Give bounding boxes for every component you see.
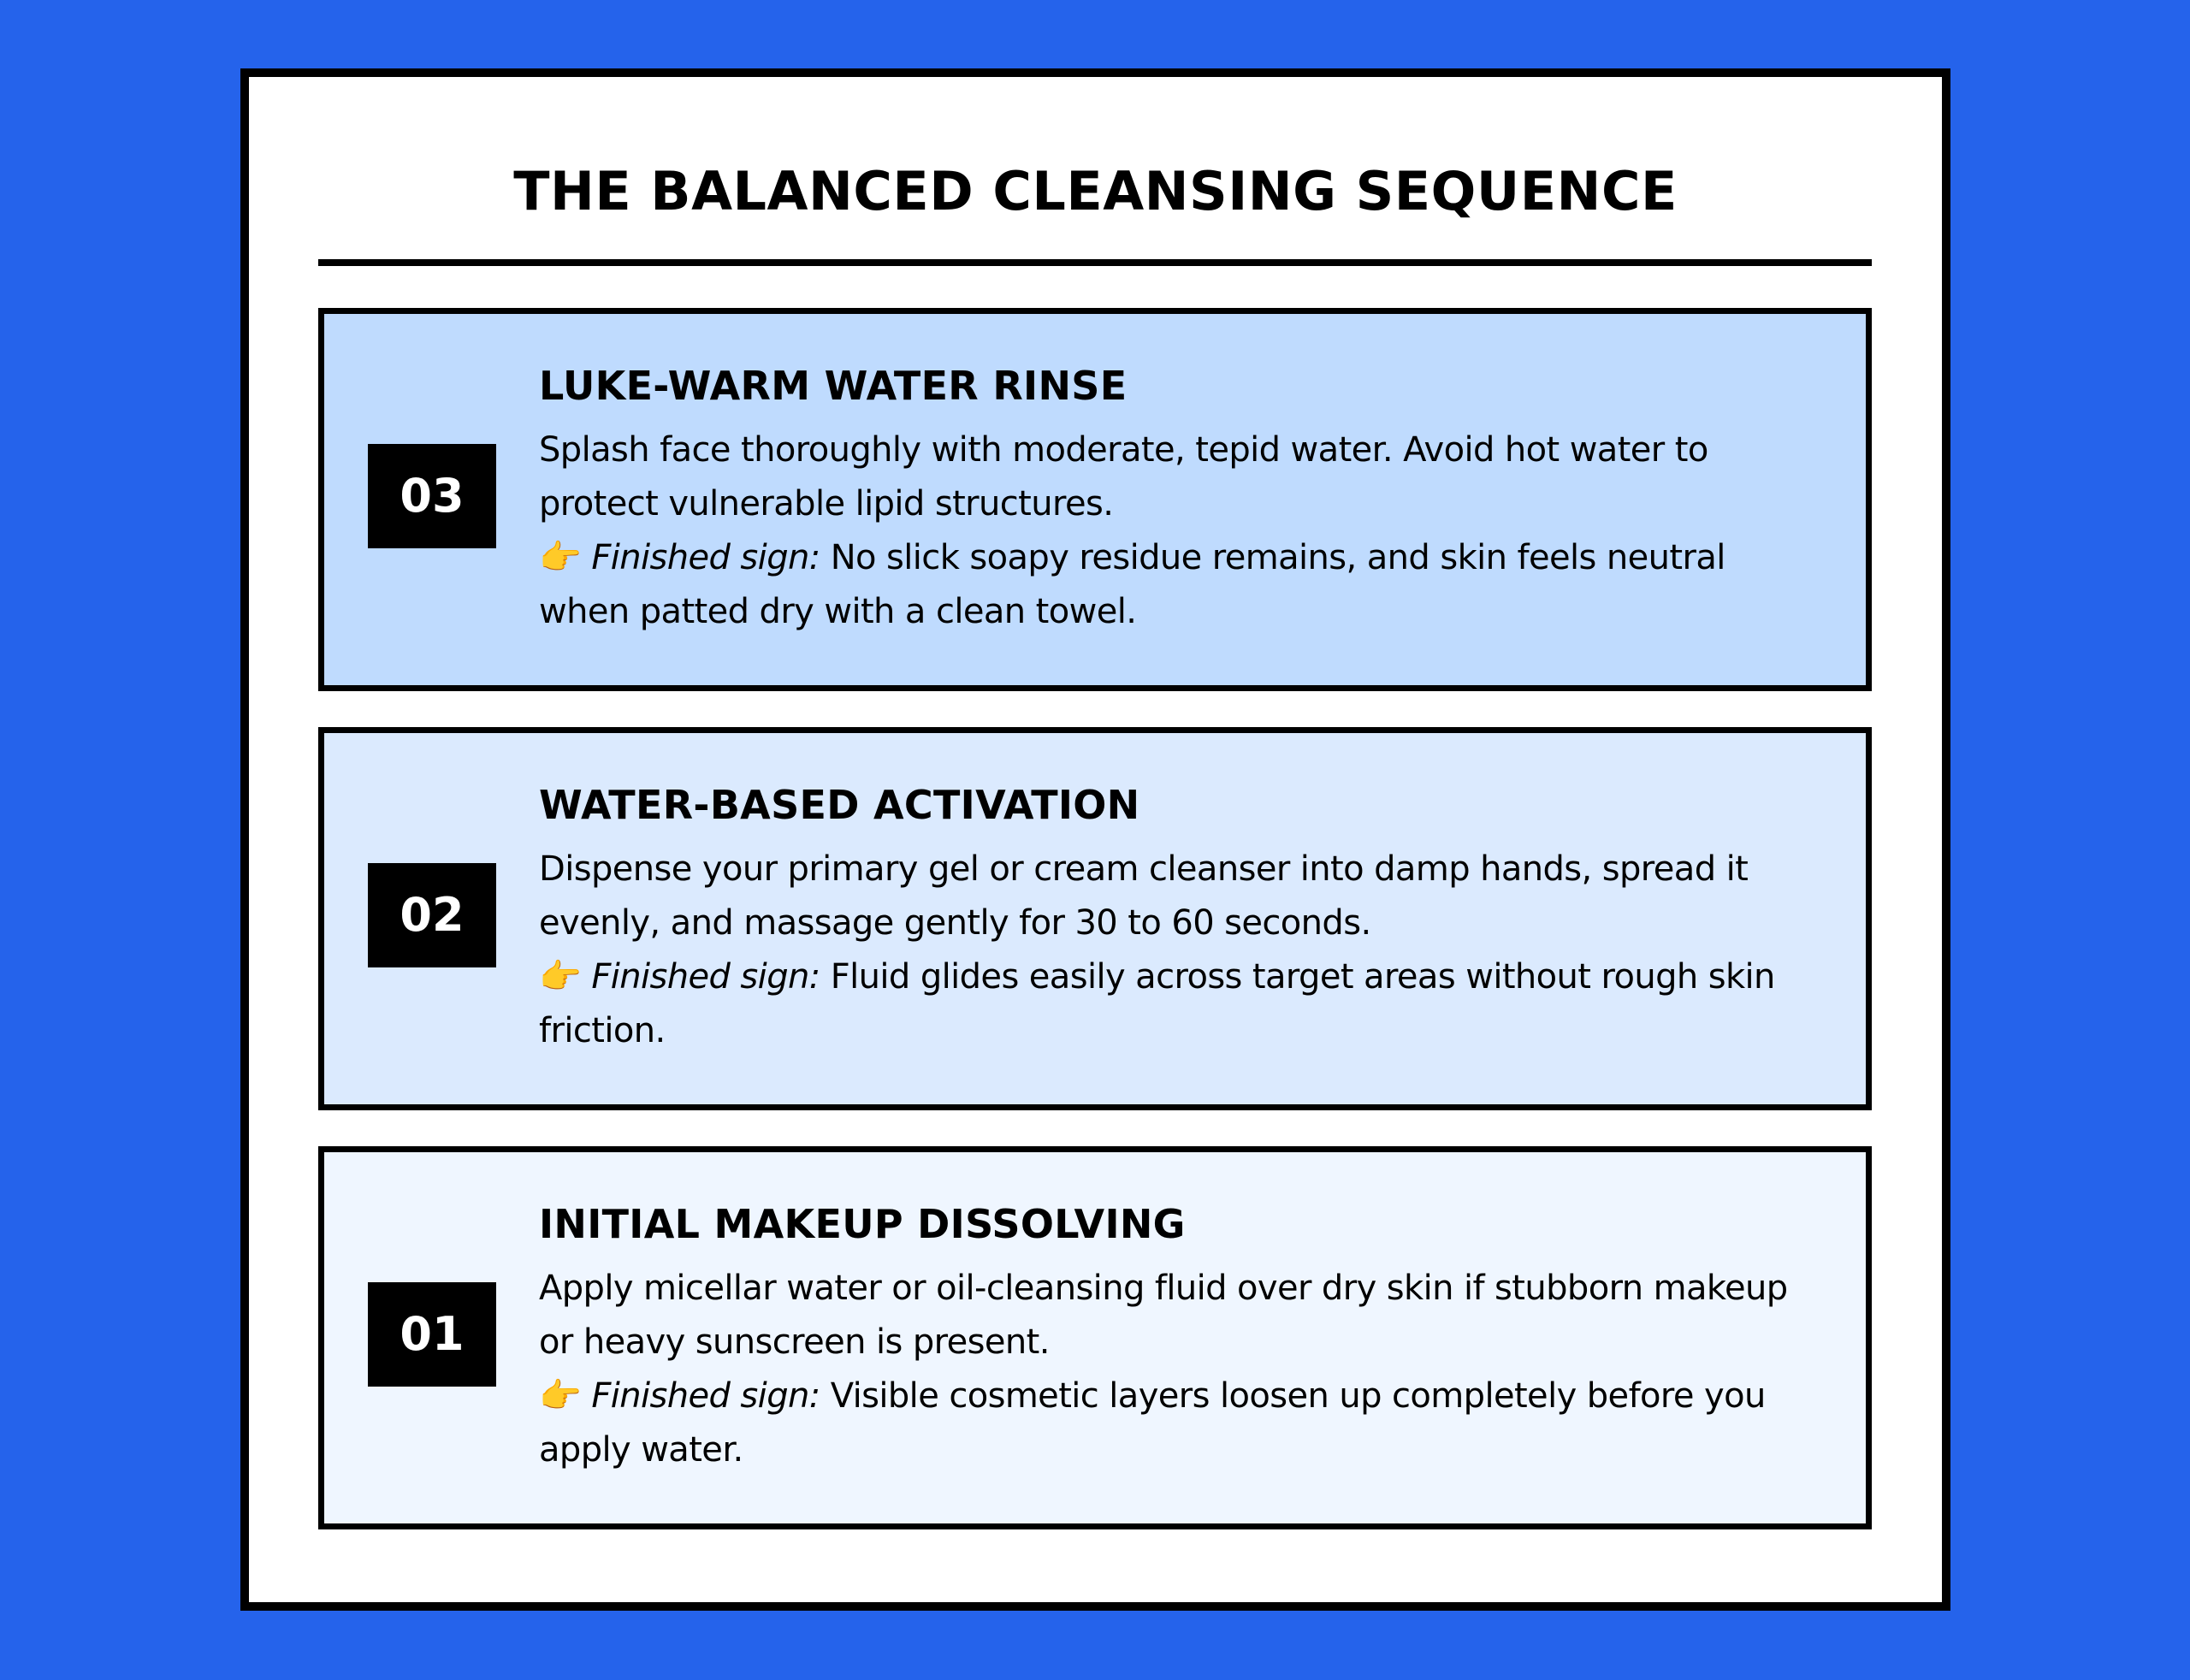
pointing-hand-icon: 👉 xyxy=(539,537,582,577)
step-content: WATER-BASED ACTIVATION Dispense your pri… xyxy=(539,781,1823,1058)
step-description-text: Apply micellar water or oil-cleansing fl… xyxy=(539,1268,1788,1362)
step-number-badge: 01 xyxy=(368,1282,496,1387)
step-heading: WATER-BASED ACTIVATION xyxy=(539,782,1140,828)
step-number-badge: 02 xyxy=(368,863,496,967)
finished-sign-label: Finished sign: xyxy=(591,537,820,577)
step-description: Splash face thoroughly with moderate, te… xyxy=(539,423,1823,639)
title-divider xyxy=(318,259,1872,266)
step-description-text: Dispense your primary gel or cream clean… xyxy=(539,849,1749,943)
finished-sign-text: Visible cosmetic layers loosen up comple… xyxy=(539,1375,1766,1470)
finished-sign: 👉 Finished sign: No slick soapy residue … xyxy=(539,531,1823,639)
pointing-hand-icon: 👉 xyxy=(539,956,582,997)
step-card-rinse: 03 LUKE-WARM WATER RINSE Splash face tho… xyxy=(318,308,1872,691)
step-number-badge: 03 xyxy=(368,444,496,548)
step-card-makeup-dissolving: 01 INITIAL MAKEUP DISSOLVING Apply micel… xyxy=(318,1146,1872,1529)
sequence-card: THE BALANCED CLEANSING SEQUENCE 03 LUKE-… xyxy=(240,68,1950,1611)
page-title: THE BALANCED CLEANSING SEQUENCE xyxy=(513,160,1678,222)
step-description: Dispense your primary gel or cream clean… xyxy=(539,843,1823,1058)
finished-sign-text: No slick soapy residue remains, and skin… xyxy=(539,537,1725,631)
finished-sign: 👉 Finished sign: Fluid glides easily acr… xyxy=(539,950,1823,1058)
step-card-activation: 02 WATER-BASED ACTIVATION Dispense your … xyxy=(318,727,1872,1110)
finished-sign: 👉 Finished sign: Visible cosmetic layers… xyxy=(539,1369,1823,1477)
step-heading: INITIAL MAKEUP DISSOLVING xyxy=(539,1201,1186,1247)
finished-sign-text: Fluid glides easily across target areas … xyxy=(539,956,1775,1050)
step-content: INITIAL MAKEUP DISSOLVING Apply micellar… xyxy=(539,1200,1823,1477)
step-description-text: Splash face thoroughly with moderate, te… xyxy=(539,429,1708,524)
finished-sign-label: Finished sign: xyxy=(591,956,820,997)
step-description: Apply micellar water or oil-cleansing fl… xyxy=(539,1262,1823,1477)
step-content: LUKE-WARM WATER RINSE Splash face thorou… xyxy=(539,362,1823,639)
pointing-hand-icon: 👉 xyxy=(539,1375,582,1416)
finished-sign-label: Finished sign: xyxy=(591,1375,820,1416)
step-heading: LUKE-WARM WATER RINSE xyxy=(539,363,1128,409)
